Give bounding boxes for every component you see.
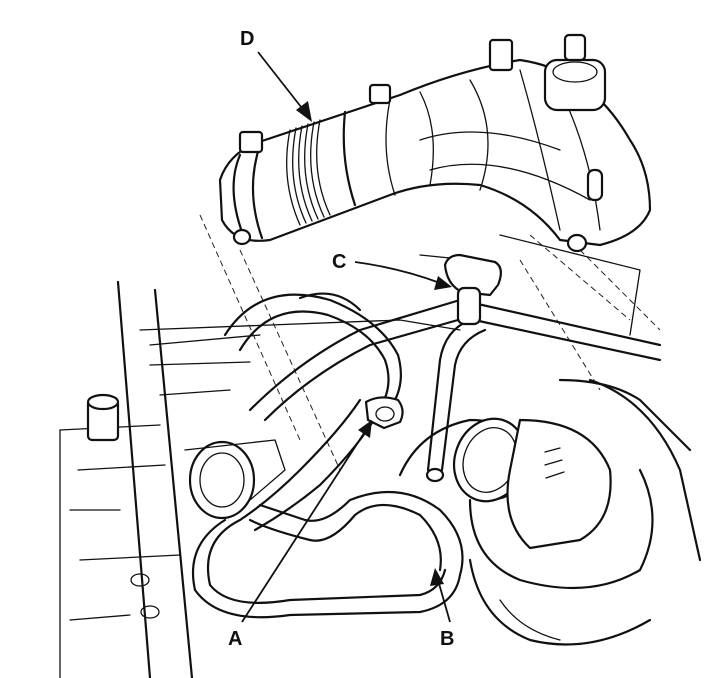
callout-b-arrowhead [430,568,444,586]
callout-arrows [241,51,452,623]
callout-a-arrow [241,429,367,623]
callout-b-label: B [440,628,454,650]
callout-c-label: C [332,251,346,273]
callout-d-arrow [257,51,306,113]
guide-lines [199,214,661,471]
callout-c-arrowhead [434,276,452,290]
engine-block [59,280,461,678]
intake-duct [218,33,652,253]
callout-a-label: A [228,628,242,650]
callout-c-arrow [354,261,441,284]
callout-d-arrowhead [296,101,312,122]
throttle-parts [184,378,702,646]
callout-d-label: D [240,28,254,50]
callout-b-arrow [437,579,451,623]
hoses [191,253,662,619]
callout-a-arrowhead [358,420,372,438]
